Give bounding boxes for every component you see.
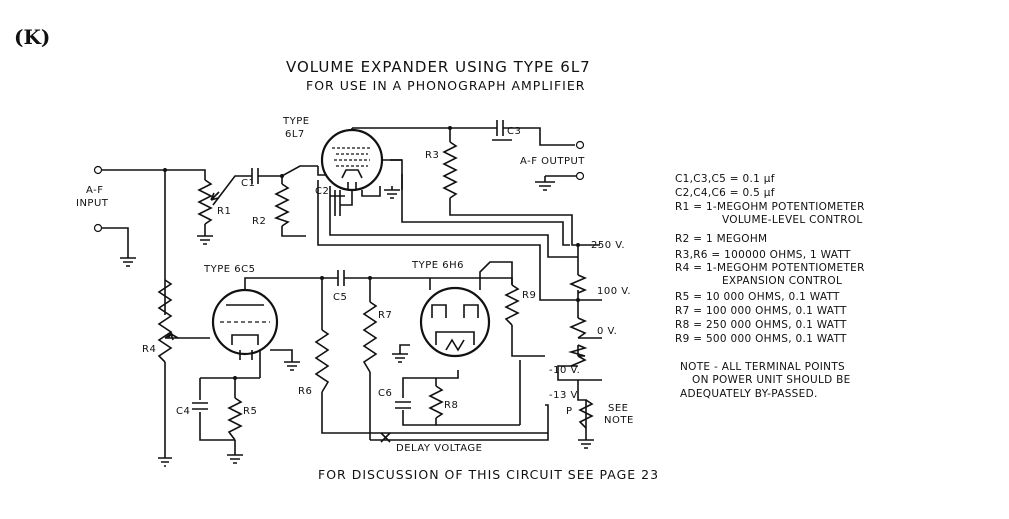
- label-100v: 100 V.: [597, 286, 631, 297]
- label-r7: R7: [378, 310, 392, 321]
- tube-6h6: [419, 286, 491, 358]
- legend-line: R4 = 1-MEGOHM POTENTIOMETER: [675, 262, 865, 274]
- label-see-note-b: NOTE: [604, 415, 634, 426]
- label-r2: R2: [252, 216, 266, 227]
- legend-line: C1,C3,C5 = 0.1 μf: [675, 173, 775, 185]
- tube-6l7: [320, 128, 384, 192]
- label-af-output: A-F OUTPUT: [520, 156, 585, 167]
- label-see-note-a: SEE: [608, 403, 628, 414]
- label-c4: C4: [176, 406, 190, 417]
- legend-line: VOLUME-LEVEL CONTROL: [722, 214, 863, 226]
- component-labels: TYPE 6L7 TYPE 6C5 TYPE 6H6 A-F INPUT A-F…: [76, 116, 634, 454]
- label-af-input-a: A-F: [86, 185, 103, 196]
- legend-line: EXPANSION CONTROL: [722, 275, 842, 287]
- capacitors: [390, 139, 512, 161]
- legend-line: R2 = 1 MEGOHM: [675, 233, 767, 245]
- label-c2: C2: [315, 186, 329, 197]
- legend-line: R1 = 1-MEGOHM POTENTIOMETER: [675, 201, 865, 213]
- terminals: [93, 126, 585, 380]
- label-r9: R9: [522, 290, 536, 301]
- label-minus10v: -10 V.: [549, 365, 580, 376]
- label-r6: R6: [298, 386, 312, 397]
- label-type-6c5: TYPE 6C5: [203, 264, 255, 275]
- legend-line: R8 = 250 000 OHMS, 0.1 WATT: [675, 319, 847, 331]
- diagram-subtitle: FOR USE IN A PHONOGRAPH AMPLIFIER: [306, 78, 585, 93]
- label-af-input-b: INPUT: [76, 198, 109, 209]
- label-0v: 0 V.: [597, 326, 617, 337]
- label-type-6h6: TYPE 6H6: [411, 260, 464, 271]
- figure-label: (K): [14, 25, 50, 49]
- delay-cross: [380, 432, 391, 443]
- footer-note: FOR DISCUSSION OF THIS CIRCUIT SEE PAGE …: [318, 467, 659, 482]
- tube-6c5: [211, 288, 279, 360]
- label-p: P: [566, 406, 573, 417]
- legend-line: NOTE - ALL TERMINAL POINTS: [680, 361, 845, 373]
- label-delay-voltage: DELAY VOLTAGE: [396, 443, 482, 454]
- legend-line: R5 = 10 000 OHMS, 0.1 WATT: [675, 291, 840, 303]
- diagram-title: VOLUME EXPANDER USING TYPE 6L7: [286, 58, 591, 76]
- label-r5: R5: [243, 406, 257, 417]
- legend-line: C2,C4,C6 = 0.5 μf: [675, 187, 775, 199]
- label-c1: C1: [241, 178, 255, 189]
- label-type-6l7-a: TYPE: [282, 116, 310, 127]
- component-legend: C1,C3,C5 = 0.1 μf C2,C4,C6 = 0.5 μf R1 =…: [675, 173, 865, 400]
- legend-line: ADEQUATELY BY-PASSED.: [680, 388, 818, 400]
- label-type-6l7-b: 6L7: [285, 129, 305, 140]
- label-r4: R4: [142, 344, 156, 355]
- legend-line: ON POWER UNIT SHOULD BE: [692, 374, 851, 386]
- label-minus13v: -13 V.: [549, 390, 580, 401]
- label-c5: C5: [333, 292, 347, 303]
- legend-line: R3,R6 = 100000 OHMS, 1 WATT: [675, 249, 851, 261]
- label-r8: R8: [444, 400, 458, 411]
- label-r1: R1: [217, 206, 231, 217]
- circuit-wiring: [102, 120, 602, 467]
- label-r3: R3: [425, 150, 439, 161]
- label-c6: C6: [378, 388, 392, 399]
- legend-line: R7 = 100 000 OHMS, 0.1 WATT: [675, 305, 847, 317]
- legend-line: R9 = 500 000 OHMS, 0.1 WATT: [675, 333, 847, 345]
- label-250v: 250 V.: [591, 240, 625, 251]
- label-c3: C3: [507, 126, 521, 137]
